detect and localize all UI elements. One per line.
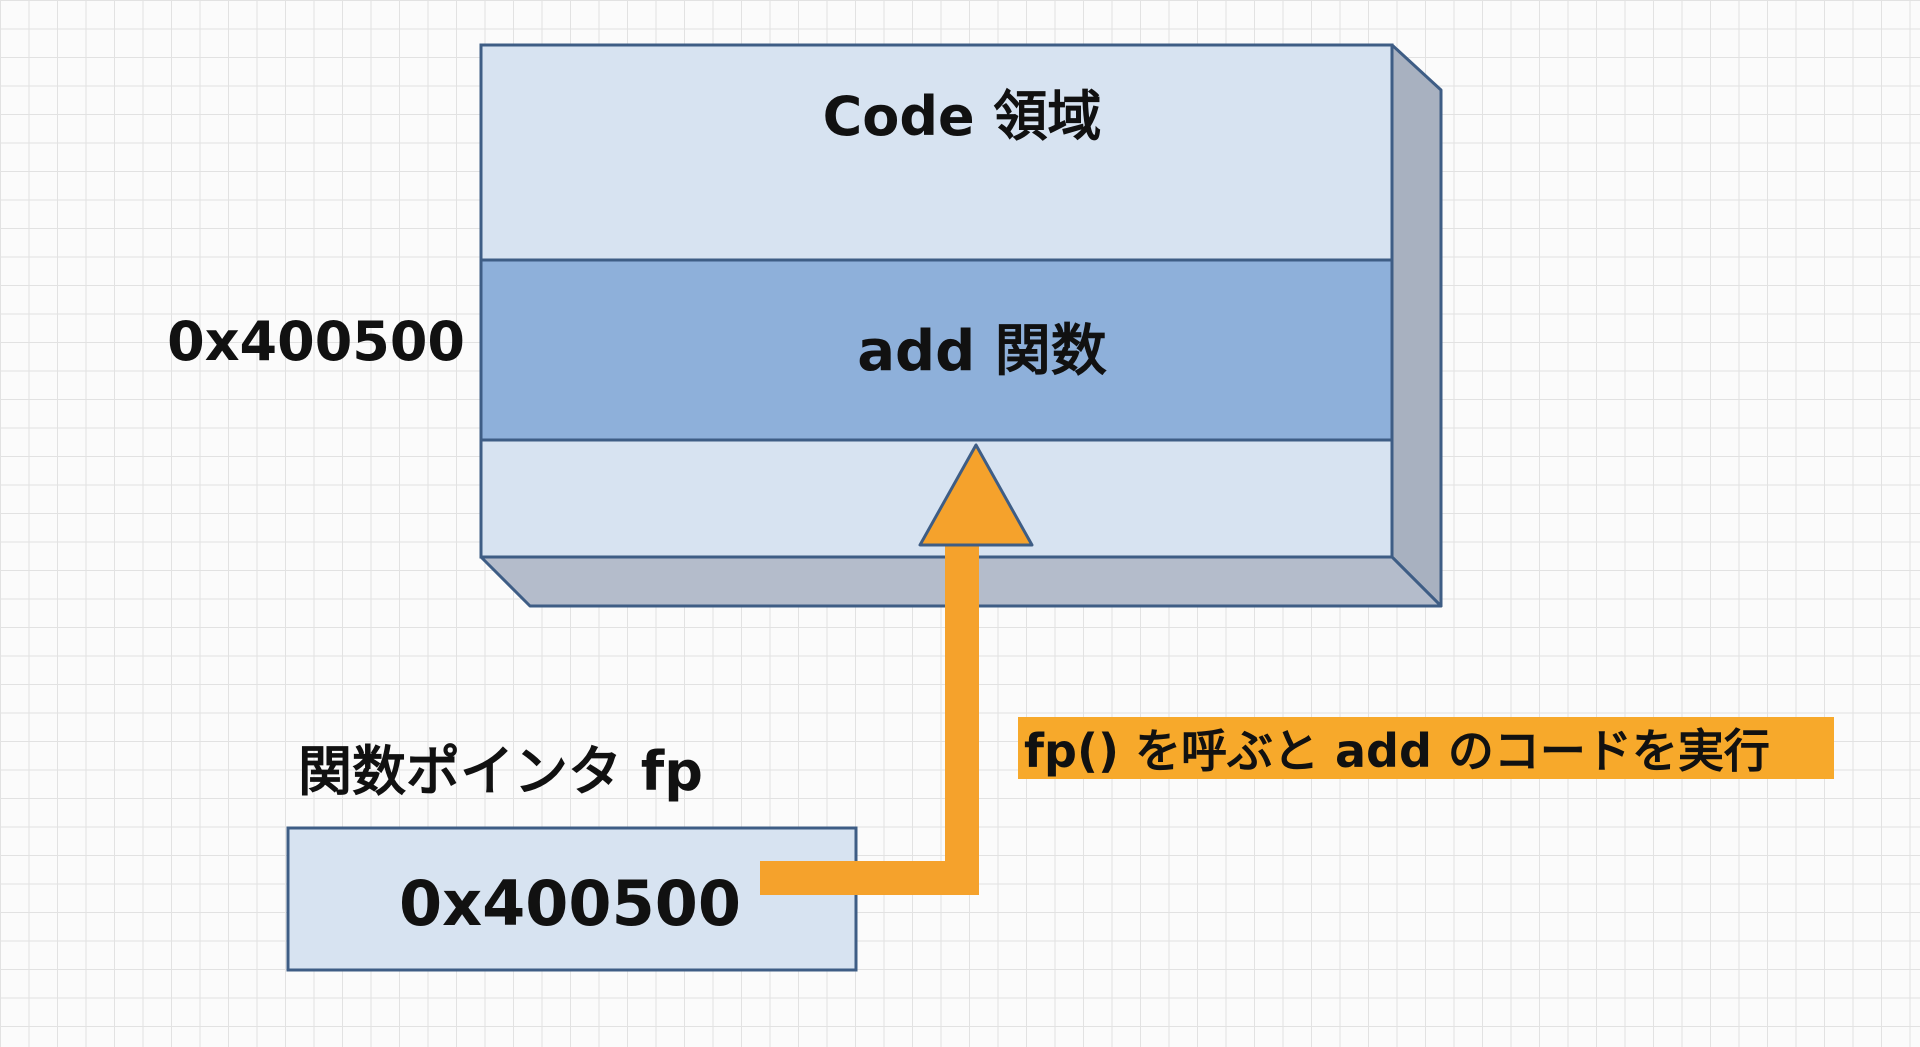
pointer-arrow-head bbox=[918, 443, 1034, 547]
address-label: 0x400500 bbox=[167, 310, 465, 373]
pointer-title: 関数ポインタ fp bbox=[298, 740, 703, 803]
annotation-highlight bbox=[1018, 717, 1834, 779]
annotation-text: fp() を呼ぶと add のコードを実行 bbox=[1024, 724, 1770, 778]
add-function-block bbox=[479, 258, 1394, 442]
code-region-block bbox=[479, 43, 1394, 262]
add-function-label: add 関数 bbox=[857, 319, 1106, 384]
memory-block-side-face bbox=[1390, 43, 1443, 608]
pointer-value: 0x400500 bbox=[399, 867, 741, 940]
pointer-arrow bbox=[760, 530, 979, 895]
pointer-box bbox=[286, 826, 858, 972]
code-region-label: Code 領域 bbox=[823, 85, 1102, 148]
